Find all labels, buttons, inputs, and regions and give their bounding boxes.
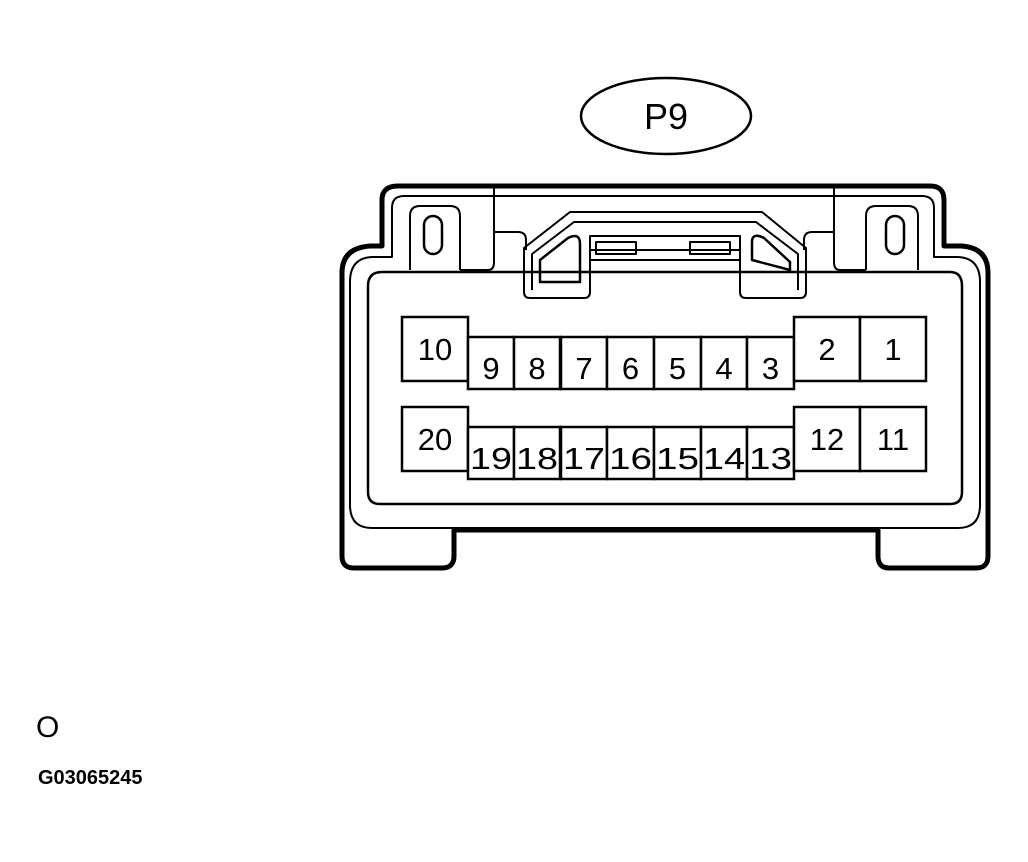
pin-label-6: 6 xyxy=(622,351,639,386)
lock-bar xyxy=(589,235,741,261)
housing-inner-outline xyxy=(349,195,981,529)
connector-label: P9 xyxy=(644,96,688,137)
pin-label-2: 2 xyxy=(818,332,835,367)
right-latch-frame xyxy=(865,205,919,270)
pin-label-12: 12 xyxy=(810,422,844,457)
figure-code: G03065245 xyxy=(38,767,143,789)
pin-label-4: 4 xyxy=(715,351,732,386)
pin-label-9: 9 xyxy=(482,351,499,386)
pin-label-8: 8 xyxy=(528,351,545,386)
pin-cavity-11 xyxy=(858,405,928,473)
right-latch-slot xyxy=(884,214,906,256)
connector-label-tag: P9 xyxy=(579,76,753,156)
pin-label-11: 11 xyxy=(877,422,909,457)
pin-label-14: 14 xyxy=(703,441,745,476)
pin-cavity-20 xyxy=(400,405,470,473)
pin-cavity-17 xyxy=(559,425,609,481)
pin-label-18: 18 xyxy=(516,441,558,476)
lock-right-tab xyxy=(689,241,731,255)
cavity-face xyxy=(366,270,964,506)
pin-label-17: 17 xyxy=(563,441,605,476)
connector-label-ellipse xyxy=(579,76,753,156)
pin-label-1: 1 xyxy=(884,332,901,367)
pin-label-20: 20 xyxy=(418,422,452,457)
pin-cavity-5 xyxy=(652,335,703,391)
footer-mark: O xyxy=(36,711,60,744)
left-latch-slot xyxy=(422,214,444,256)
housing-outer-outline xyxy=(339,183,991,571)
left-latch-frame xyxy=(409,205,461,270)
lock-inner xyxy=(531,221,799,290)
pin-label-5: 5 xyxy=(669,351,686,386)
pin-label-19: 19 xyxy=(470,441,512,476)
pin-cavity-2 xyxy=(792,315,862,383)
pin-label-15: 15 xyxy=(656,441,699,476)
lock-right-wedge xyxy=(750,234,792,272)
pin-cavity-19 xyxy=(466,425,516,481)
pin-cavity-18 xyxy=(512,425,562,481)
pin-label-10: 10 xyxy=(418,332,452,367)
pin-label-13: 13 xyxy=(749,441,792,476)
lock-outer xyxy=(523,211,807,299)
lock-left-wedge xyxy=(538,234,582,284)
connector-housing xyxy=(339,183,991,571)
pin-cavity-16 xyxy=(605,425,656,481)
pin-label-3: 3 xyxy=(762,351,779,386)
pin-cavity-1 xyxy=(858,315,928,383)
right-rib-step xyxy=(803,231,866,271)
pin-cavity-15 xyxy=(652,425,703,481)
pin-cavity-13 xyxy=(745,425,796,481)
left-rib-step xyxy=(460,231,527,271)
pin-label-16: 16 xyxy=(609,441,652,476)
pin-label-7: 7 xyxy=(575,351,592,386)
lock-left-tab xyxy=(595,241,637,255)
